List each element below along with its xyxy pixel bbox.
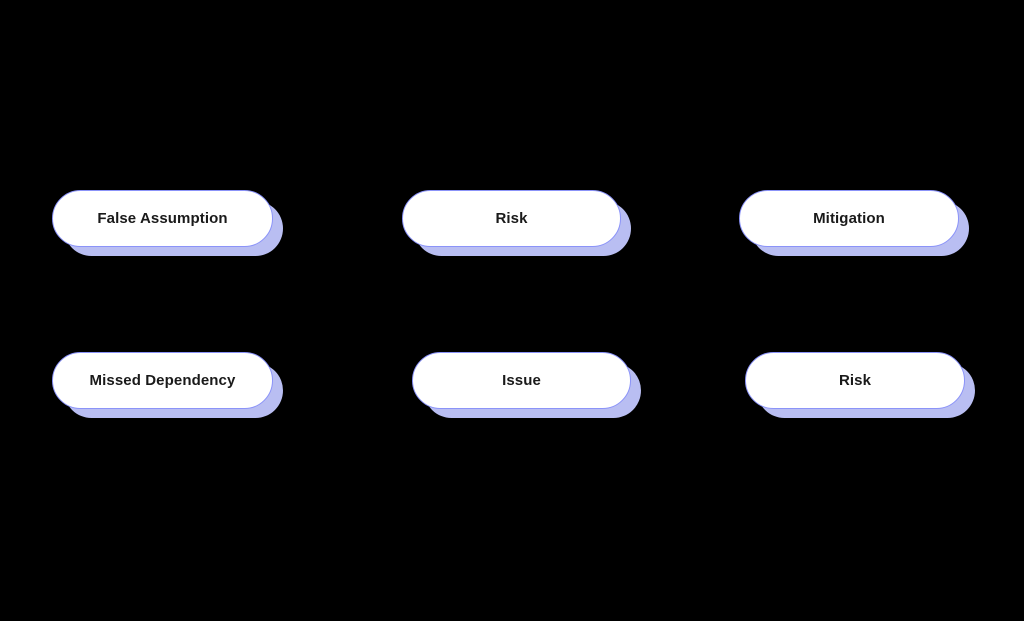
node-label: Missed Dependency	[89, 372, 236, 389]
node-issue[interactable]: Issue	[412, 352, 631, 409]
node-label: Mitigation	[813, 210, 885, 227]
node-false-assumption[interactable]: False Assumption	[52, 190, 273, 247]
node-mitigation[interactable]: Mitigation	[739, 190, 959, 247]
node-missed-dependency[interactable]: Missed Dependency	[52, 352, 273, 409]
node-label: Risk	[495, 210, 528, 227]
node-risk-top[interactable]: Risk	[402, 190, 621, 247]
node-label: Issue	[502, 372, 541, 389]
node-risk-bottom[interactable]: Risk	[745, 352, 965, 409]
node-label: False Assumption	[97, 210, 228, 227]
node-label: Risk	[838, 372, 872, 389]
